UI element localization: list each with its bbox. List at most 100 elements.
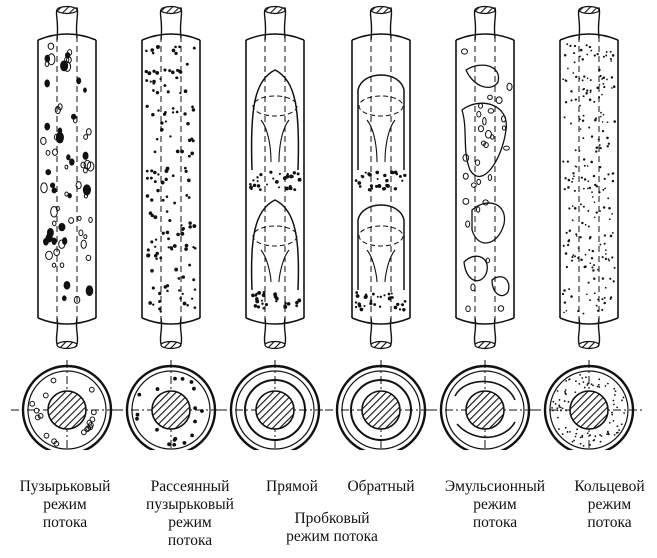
bubble <box>51 183 55 188</box>
pipe-3 <box>352 7 410 349</box>
droplet <box>581 177 583 179</box>
droplet <box>573 52 575 54</box>
rod-bottom <box>160 318 181 344</box>
bubble <box>190 152 194 156</box>
bubble <box>165 178 168 181</box>
bubble <box>166 290 169 293</box>
bubble <box>396 173 399 176</box>
rod-bottom-cap <box>475 342 495 349</box>
bubble <box>166 195 169 198</box>
bubble <box>45 55 50 62</box>
bubble <box>67 155 70 160</box>
bubble <box>155 258 157 260</box>
droplet <box>558 428 560 430</box>
bubble <box>145 70 148 73</box>
bubble <box>145 79 148 82</box>
bubble <box>477 111 481 117</box>
droplet <box>590 79 592 81</box>
droplet <box>611 412 613 414</box>
bubble <box>86 255 91 260</box>
bubble <box>52 188 56 193</box>
droplet <box>557 390 559 392</box>
droplet <box>582 79 584 81</box>
label-line: режим потока <box>262 528 402 546</box>
droplet <box>564 54 567 57</box>
pipe-5 <box>560 7 618 349</box>
bubble <box>156 45 160 49</box>
droplet <box>591 266 593 268</box>
droplet <box>585 224 587 226</box>
bubble <box>70 159 74 165</box>
droplet <box>613 403 615 405</box>
tube-bottom-edge <box>352 318 410 324</box>
droplet <box>616 425 618 427</box>
bubble <box>162 232 165 235</box>
bubble <box>166 210 169 213</box>
bubble <box>188 264 191 267</box>
droplet <box>566 310 568 312</box>
droplet <box>580 236 582 238</box>
droplet <box>596 146 599 149</box>
bubble <box>173 202 176 205</box>
bubble <box>176 77 179 80</box>
droplet <box>609 422 611 424</box>
droplet <box>613 420 615 422</box>
droplet <box>604 187 606 189</box>
droplet <box>581 377 583 379</box>
droplet <box>571 256 573 258</box>
label-line: Обратный <box>336 478 426 496</box>
rod-bottom <box>56 318 77 344</box>
bubble <box>391 292 393 294</box>
bubble <box>158 307 161 310</box>
bubble <box>154 180 157 183</box>
tube-top-edge <box>560 34 618 40</box>
droplet <box>567 186 570 189</box>
bubble <box>191 298 193 300</box>
droplet <box>578 115 580 117</box>
emulsion-blob <box>466 65 499 87</box>
droplet <box>606 51 608 53</box>
bubble <box>252 179 254 181</box>
droplet <box>592 384 594 386</box>
bubble <box>180 232 184 236</box>
bubble <box>502 126 505 130</box>
bubble <box>401 180 403 182</box>
droplet <box>586 54 588 56</box>
bubble <box>154 254 157 257</box>
bubble <box>71 114 75 119</box>
bubble <box>152 89 155 92</box>
bubble <box>488 109 493 114</box>
droplet <box>613 120 616 123</box>
bubble <box>377 178 379 180</box>
bubble <box>363 305 365 307</box>
label-line: режим <box>562 496 657 514</box>
droplet <box>575 433 577 435</box>
droplet <box>589 98 592 101</box>
bubble <box>257 184 261 188</box>
droplet <box>601 309 603 311</box>
bubble <box>180 224 182 226</box>
droplet <box>562 160 564 162</box>
droplet <box>596 87 598 89</box>
bubble <box>293 188 296 191</box>
droplet <box>590 262 592 264</box>
bubble <box>359 185 362 188</box>
droplet <box>605 55 607 57</box>
bubble <box>355 291 358 294</box>
bubble <box>278 186 280 188</box>
bubble <box>159 257 162 260</box>
droplet <box>607 173 609 175</box>
droplet <box>589 187 591 189</box>
droplet <box>582 58 584 60</box>
bubble <box>76 182 81 189</box>
droplet <box>564 392 566 394</box>
bubble <box>168 443 171 446</box>
droplet <box>583 95 585 97</box>
bubble <box>396 303 399 306</box>
droplet <box>609 218 611 220</box>
bubble <box>51 378 56 383</box>
droplet <box>597 53 599 55</box>
droplet <box>579 56 581 58</box>
bubble <box>147 248 150 251</box>
bubble <box>146 105 149 108</box>
